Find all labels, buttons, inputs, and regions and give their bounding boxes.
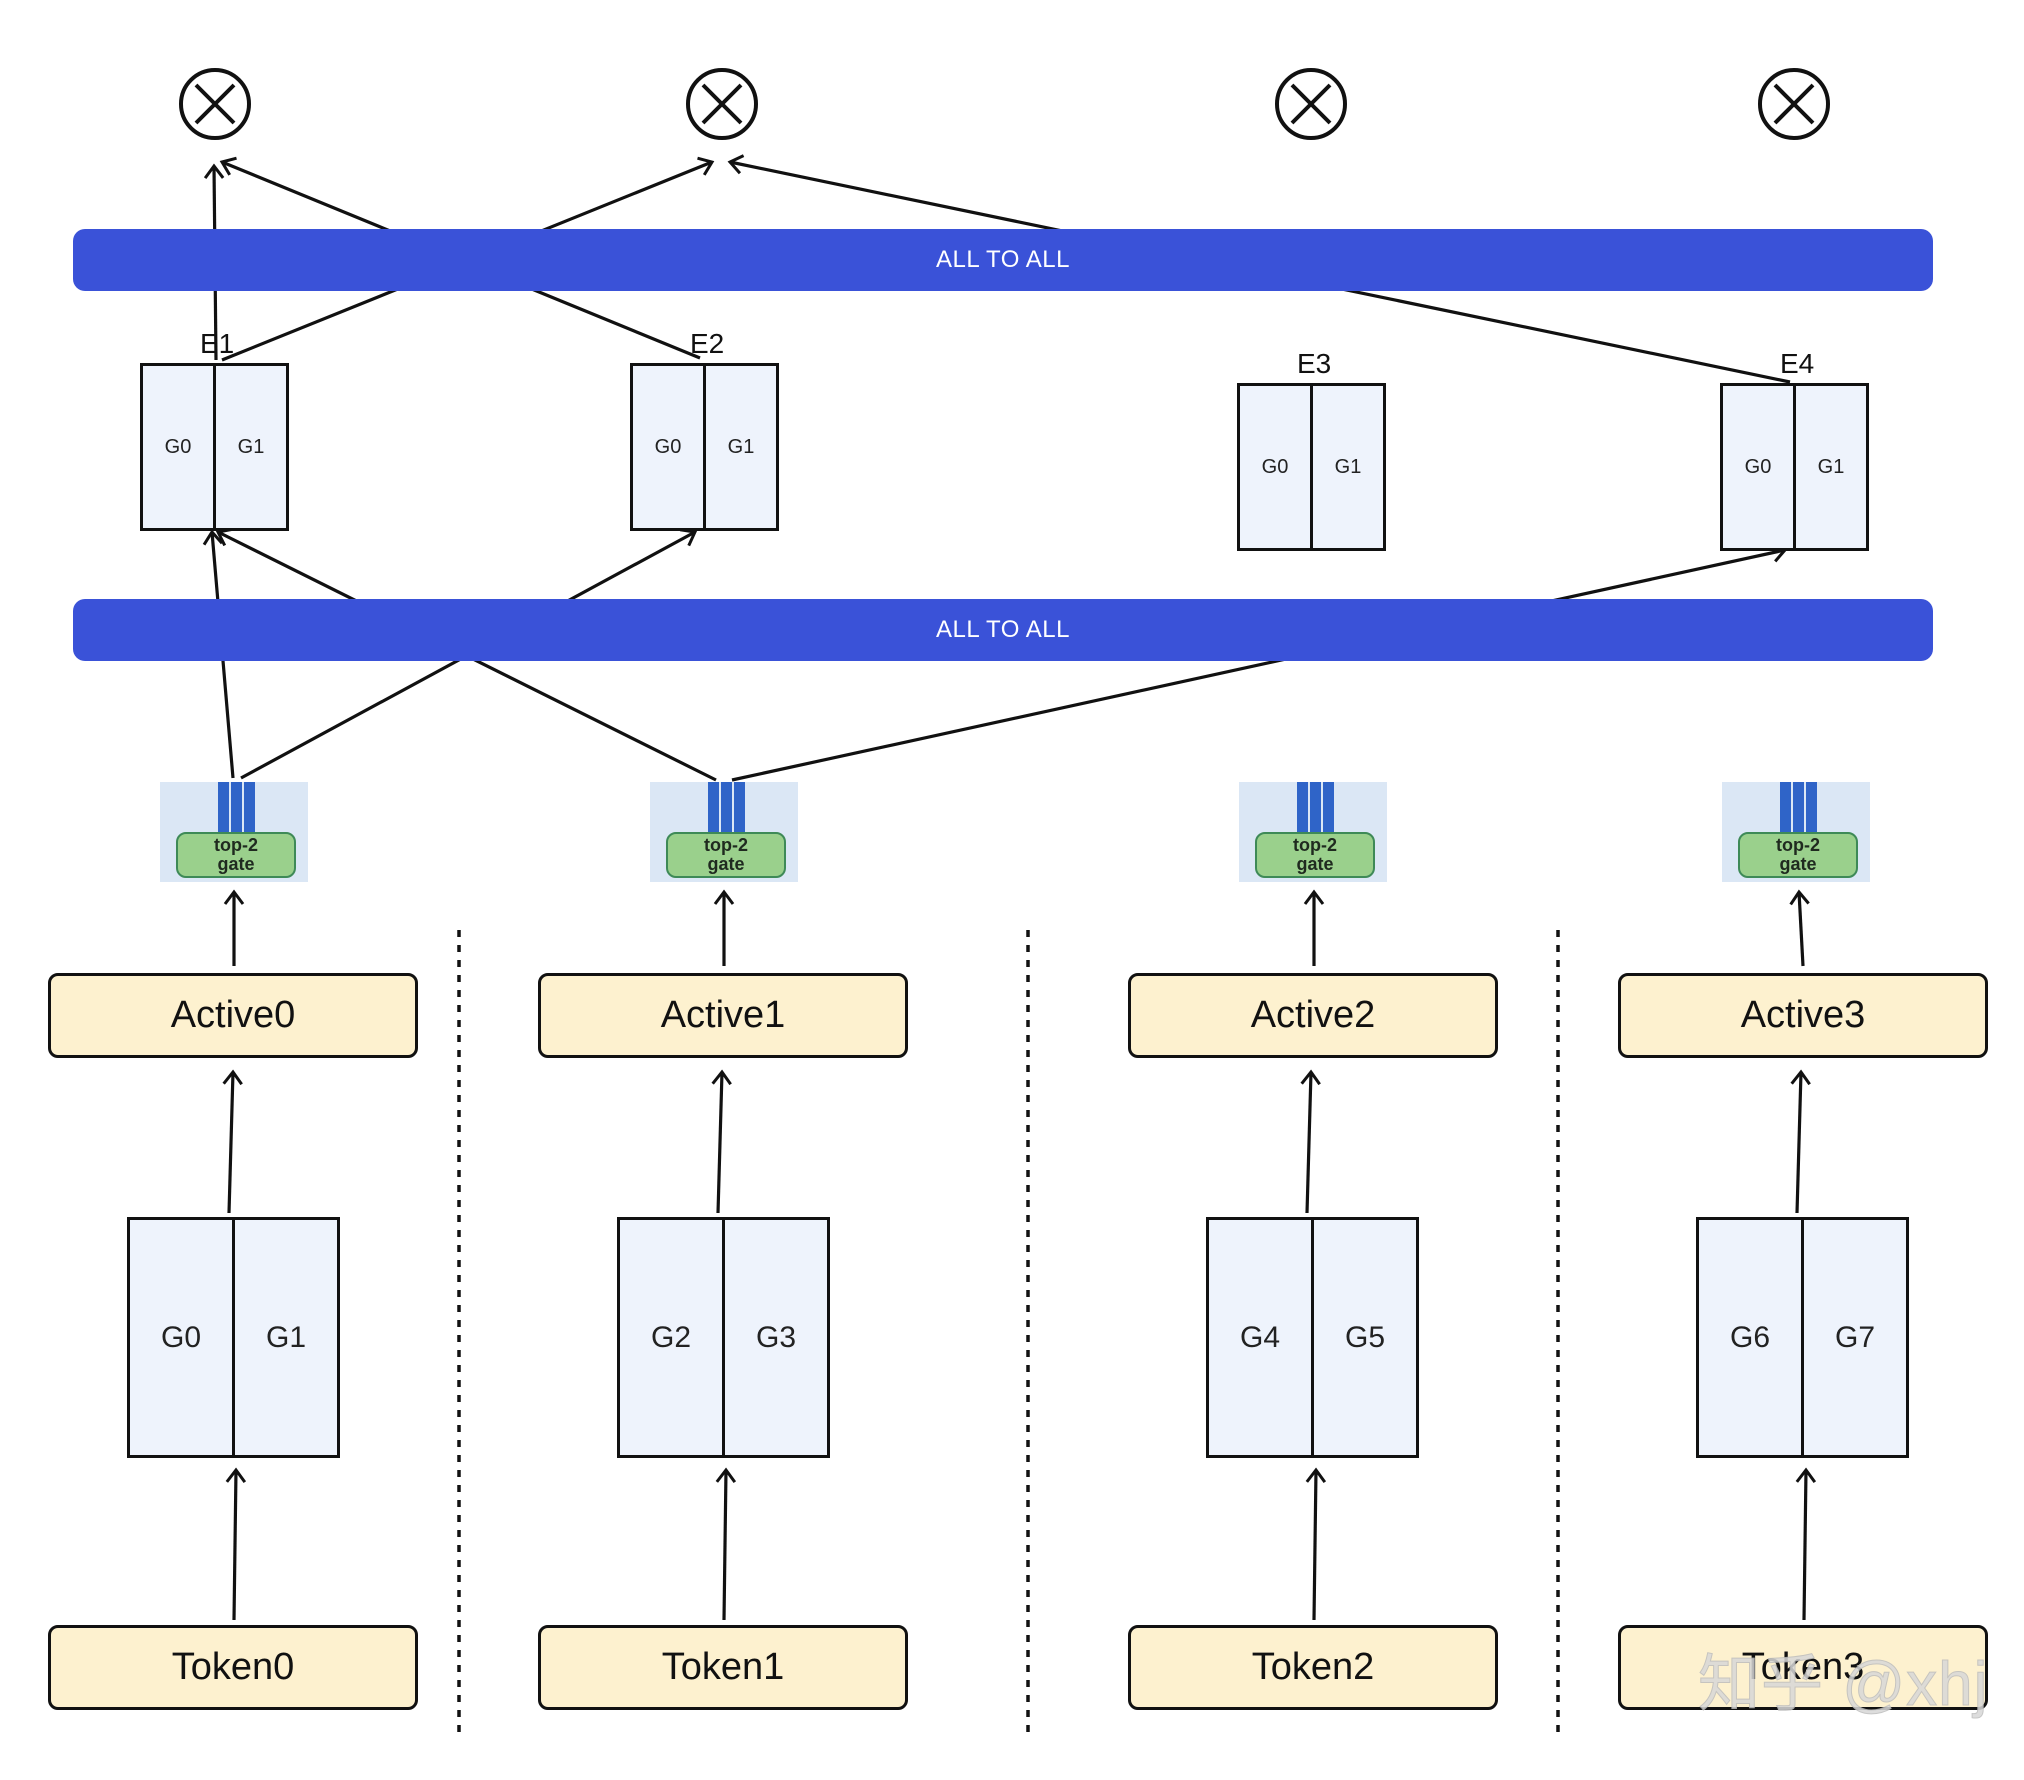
- device-half: G0: [160, 1320, 202, 1354]
- device-0: G0 G1: [127, 1217, 340, 1458]
- active-1: Active1: [538, 973, 908, 1058]
- all-to-all-band-bottom: ALL TO ALL: [73, 599, 1933, 661]
- expert-half: G0: [654, 435, 682, 458]
- expert-half: G1: [213, 366, 286, 528]
- multiply-node-4: [1758, 68, 1830, 140]
- device-3: G6 G7: [1696, 1217, 1909, 1458]
- expert-half: G1: [1310, 386, 1383, 548]
- token-0: Token0: [48, 1625, 418, 1710]
- expert-half: G0: [1744, 455, 1772, 478]
- gate-bars-icon: [708, 782, 748, 834]
- gate-input-arrows: [223, 889, 1810, 967]
- multiply-node-1: [179, 68, 251, 140]
- expert-e2: G0 G1: [630, 363, 779, 531]
- device-half: G4: [1239, 1320, 1281, 1354]
- expert-label-e2: E2: [690, 328, 725, 359]
- device-half: G6: [1729, 1320, 1771, 1354]
- activation-arrows: [222, 1069, 1811, 1214]
- token-input-arrows: [225, 1467, 1817, 1621]
- token-1: Token1: [538, 1625, 908, 1710]
- device-half: G5: [1311, 1220, 1416, 1455]
- expert-label-e4: E4: [1780, 348, 1815, 379]
- device-half: G3: [722, 1220, 827, 1455]
- all-to-all-band-top: ALL TO ALL: [73, 229, 1933, 291]
- multiply-node-2: [686, 68, 758, 140]
- expert-e1: G0 G1: [140, 363, 289, 531]
- device-half: G7: [1801, 1220, 1906, 1455]
- multiply-node-3: [1275, 68, 1347, 140]
- expert-label-e3: E3: [1297, 348, 1332, 379]
- active-0: Active0: [48, 973, 418, 1058]
- active-2: Active2: [1128, 973, 1498, 1058]
- token-3: Token3: [1618, 1625, 1988, 1710]
- device-1: G2 G3: [617, 1217, 830, 1458]
- device-half: G2: [650, 1320, 692, 1354]
- expert-half: G1: [703, 366, 776, 528]
- expert-half: G0: [164, 435, 192, 458]
- expert-label-e1: E1: [200, 328, 235, 359]
- expert-half: G1: [1793, 386, 1866, 548]
- expert-half: G0: [1261, 455, 1289, 478]
- gate-bars-icon: [218, 782, 258, 834]
- active-3: Active3: [1618, 973, 1988, 1058]
- watermark: 知乎 @xhj: [1697, 1650, 1989, 1720]
- device-half: G1: [232, 1220, 337, 1455]
- gate-bars-icon: [1297, 782, 1337, 834]
- gate-bars-icon: [1780, 782, 1820, 834]
- expert-e3: G0 G1: [1237, 383, 1386, 551]
- device-2: G4 G5: [1206, 1217, 1419, 1458]
- expert-e4: G0 G1: [1720, 383, 1869, 551]
- token-2: Token2: [1128, 1625, 1498, 1710]
